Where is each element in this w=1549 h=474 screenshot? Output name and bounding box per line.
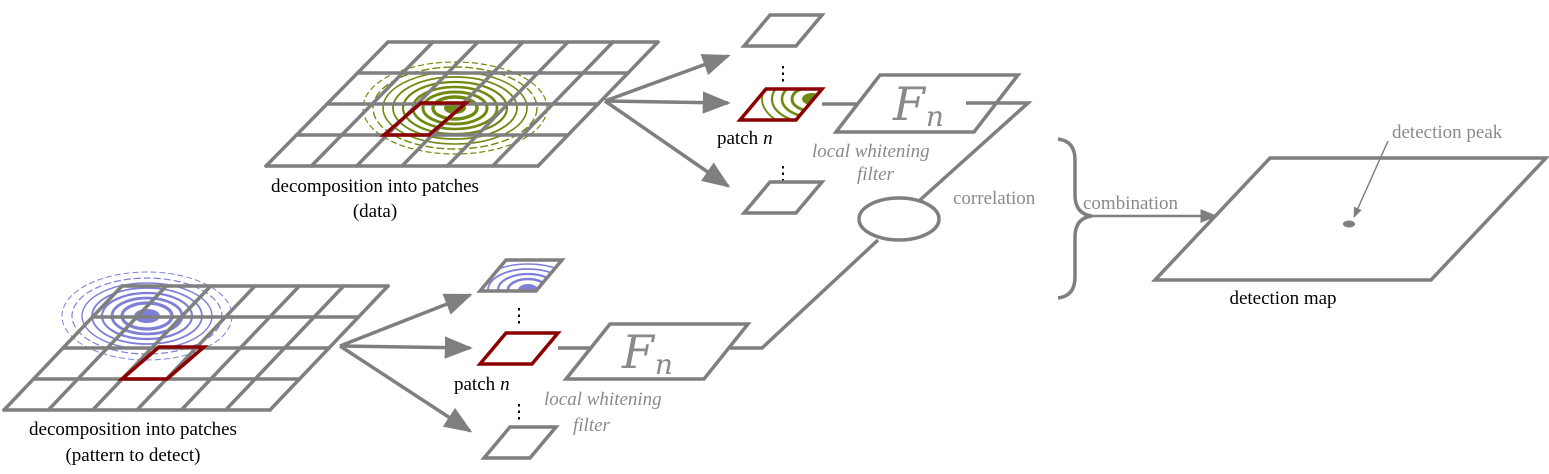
- data-patch-last: [740, 180, 826, 215]
- grid-line: [223, 284, 346, 412]
- grid-line: [264, 40, 390, 168]
- combination-label: combination: [1083, 193, 1178, 214]
- detection-peak-pointer: [1353, 140, 1389, 218]
- grid-line: [2, 284, 124, 412]
- data-filter-symbol: Fn: [892, 77, 944, 133]
- data-whitening-filter-box: [832, 73, 1022, 134]
- combination-brace: [1057, 137, 1093, 300]
- data-patch-ellipsis-lower: ⋮: [774, 164, 793, 185]
- correlation-label: correlation: [953, 188, 1036, 209]
- data-grid: [264, 40, 660, 168]
- data-grid-label-line1: decomposition into patches: [271, 176, 479, 197]
- grid-line: [90, 284, 213, 412]
- data-whitening-label-line1: local whitening: [812, 141, 930, 162]
- data-highlighted-patch: [379, 101, 471, 137]
- data-whitening-label-line2: filter: [857, 164, 895, 185]
- data-to-correlation-line: [918, 101, 1033, 202]
- pattern-to-correlation-line: [730, 238, 880, 350]
- pattern-grid-label-line2: (pattern to detect): [65, 445, 200, 466]
- data-patch-ellipsis-upper: ⋮: [774, 64, 793, 85]
- data-patch-first: [740, 13, 826, 48]
- grid-line: [179, 284, 302, 412]
- detection-peak-dot: [1343, 220, 1355, 228]
- grid-line: [268, 284, 390, 412]
- data-grid-label-line2: (data): [353, 201, 397, 222]
- pattern-patch-n: [476, 331, 562, 366]
- pattern-filter-symbol: Fn: [621, 325, 673, 381]
- pattern-patch-arrows: [339, 293, 473, 433]
- pattern-patch-ellipsis-lower: ⋮: [510, 402, 529, 423]
- pattern-whitening-filter-box: [562, 322, 752, 381]
- grid-line: [536, 40, 660, 168]
- grid-line: [445, 40, 570, 168]
- pattern-whitening-label-line1: local whitening: [544, 389, 662, 410]
- pattern-grid-label-line1: decomposition into patches: [29, 419, 237, 440]
- grid-line: [309, 40, 435, 168]
- detection-peak-label: detection peak: [1392, 122, 1503, 143]
- pattern-whitening-label-line2: filter: [573, 415, 611, 436]
- pattern-patch-ellipsis-upper: ⋮: [510, 306, 529, 327]
- detection-map-label: detection map: [1229, 288, 1336, 309]
- grid-line: [46, 284, 169, 412]
- pattern-highlighted-patch: [117, 345, 209, 381]
- data-patch-arrows: [604, 54, 731, 188]
- correlation-node: [857, 196, 941, 242]
- pattern-grid: [2, 271, 390, 412]
- detection-map: [1150, 156, 1549, 282]
- grid-line: [490, 40, 615, 168]
- pattern-patch-last: [480, 425, 560, 460]
